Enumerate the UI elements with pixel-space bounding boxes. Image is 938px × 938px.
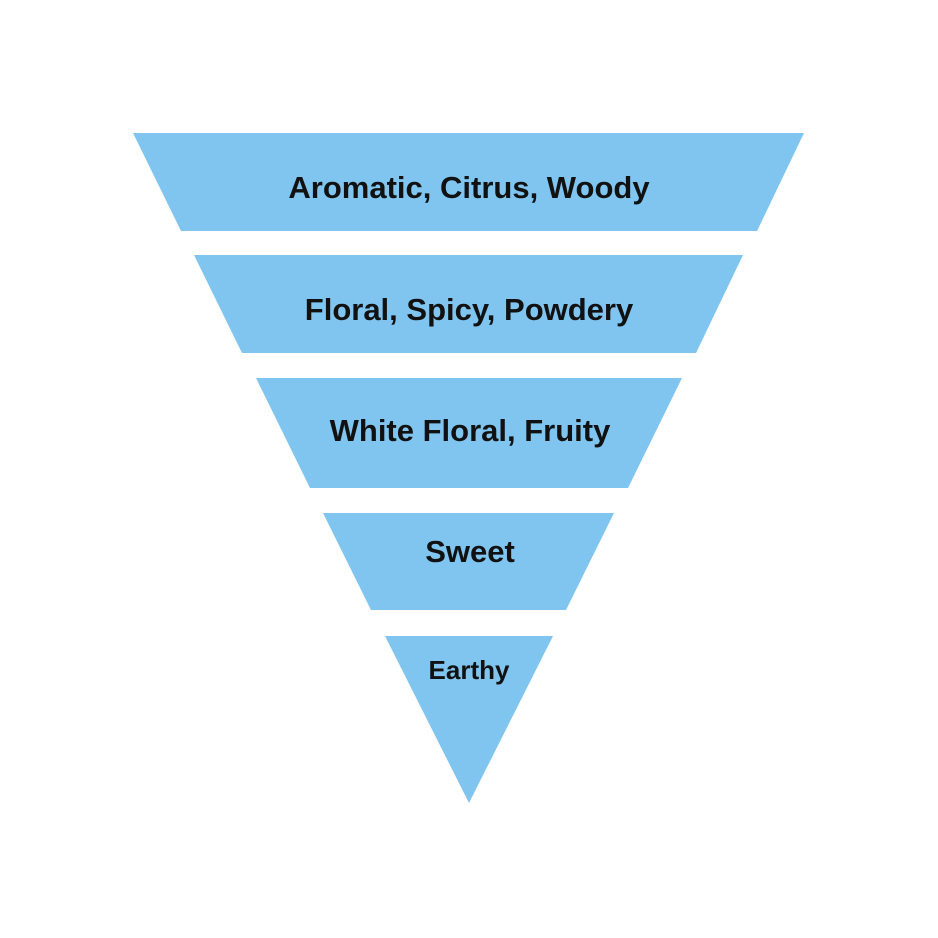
tier-5-shape	[385, 636, 553, 803]
tier-2-shape	[194, 255, 743, 353]
tier-1: Aromatic, Citrus, Woody	[133, 133, 804, 231]
tier-1-label: Aromatic, Citrus, Woody	[288, 170, 650, 205]
tier-4-label: Sweet	[425, 534, 515, 569]
tier-2: Floral, Spicy, Powdery	[194, 255, 743, 353]
tier-3-label: White Floral, Fruity	[330, 413, 611, 448]
tier-1-shape	[133, 133, 804, 231]
tier-2-label: Floral, Spicy, Powdery	[305, 292, 634, 327]
tier-5-label: Earthy	[429, 655, 510, 685]
tier-5: Earthy	[385, 636, 553, 803]
tier-3-shape	[256, 378, 682, 488]
tier-3: White Floral, Fruity	[256, 378, 682, 488]
tier-4: Sweet	[323, 513, 614, 610]
tier-4-shape	[323, 513, 614, 610]
